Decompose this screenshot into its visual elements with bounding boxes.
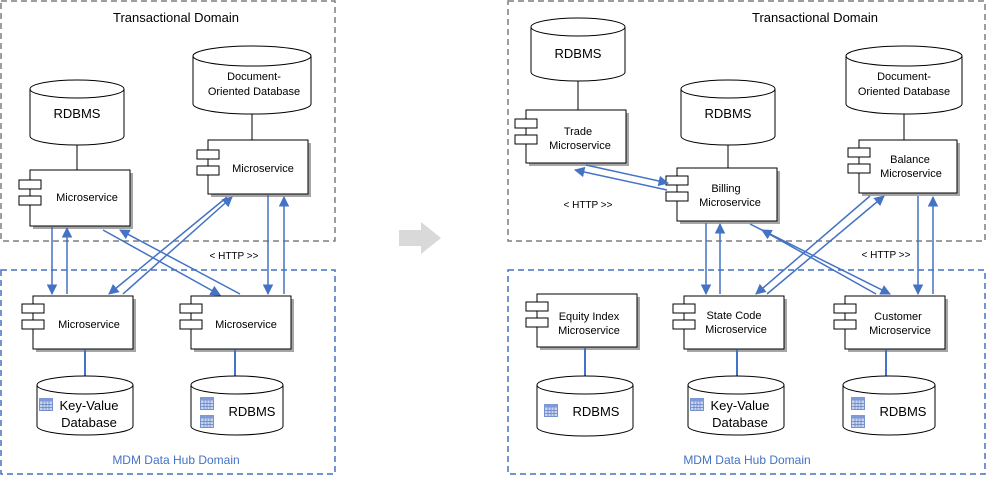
left-doc-db-label-1: Document- bbox=[227, 71, 281, 83]
right-rdbms-equity-table-icon bbox=[544, 404, 558, 417]
right-mdm-domain-label: MDM Data Hub Domain bbox=[683, 453, 810, 467]
right-equity-label-1: Equity Index bbox=[559, 311, 620, 323]
right-customer-label-2: Microservice bbox=[869, 325, 931, 337]
left-doc-db: Document- Oriented Database bbox=[192, 45, 312, 115]
left-mdm-domain-boundary bbox=[0, 269, 336, 475]
left-rdbms-bottom-label: RDBMS bbox=[229, 404, 276, 419]
right-rdbms-customer-table-icon-1 bbox=[851, 397, 865, 410]
right-http-label-right: < HTTP >> bbox=[861, 250, 910, 261]
left-kv-table-icon bbox=[39, 398, 53, 411]
right-customer-microservice: Customer Microservice bbox=[833, 295, 948, 352]
left-microservice-bottom-left: Microservice bbox=[21, 295, 136, 352]
right-doc-db-label-1: Document- bbox=[877, 71, 931, 83]
right-rdbms-customer-table-icon-2 bbox=[851, 415, 865, 428]
right-billing-microservice: Billing Microservice bbox=[665, 167, 780, 224]
right-connectors bbox=[573, 164, 939, 296]
right-rdbms-customer-label: RDBMS bbox=[880, 404, 927, 419]
right-trade-microservice: Trade Microservice bbox=[514, 109, 629, 166]
right-kv-label-2: Database bbox=[712, 415, 768, 430]
right-rdbms-equity-label: RDBMS bbox=[573, 404, 620, 419]
left-diagram: Transactional Domain MDM Data Hub Domain… bbox=[0, 0, 336, 475]
left-kv-label-1: Key-Value bbox=[59, 398, 118, 413]
right-rdbms-billing-label: RDBMS bbox=[705, 106, 752, 121]
right-balance-microservice: Balance Microservice bbox=[847, 139, 960, 196]
right-kv-label-1: Key-Value bbox=[710, 398, 769, 413]
left-transactional-domain-boundary bbox=[0, 0, 336, 242]
right-diagram: Transactional Domain MDM Data Hub Domain… bbox=[507, 0, 986, 475]
left-http-label: < HTTP >> bbox=[209, 251, 258, 262]
right-trade-label-2: Microservice bbox=[549, 140, 611, 152]
right-equity-microservice: Equity Index Microservice bbox=[525, 293, 640, 350]
right-doc-db-label-2: Oriented Database bbox=[858, 86, 950, 98]
left-svc-bottom-right-label: Microservice bbox=[215, 319, 277, 331]
left-svc-bottom-left-label: Microservice bbox=[58, 319, 120, 331]
right-billing-label-2: Microservice bbox=[699, 197, 761, 209]
left-rdbms-top-label: RDBMS bbox=[54, 106, 101, 121]
right-mdm-domain-boundary bbox=[507, 269, 986, 475]
right-balance-label-1: Balance bbox=[890, 154, 930, 166]
right-kv-db: Key-Value Database bbox=[687, 375, 785, 436]
left-microservice-top-left: Microservice bbox=[18, 169, 133, 229]
right-http-label-left: < HTTP >> bbox=[563, 200, 612, 211]
left-rdbms-bottom-db: RDBMS bbox=[190, 375, 284, 436]
right-state-label-1: State Code bbox=[706, 310, 761, 322]
right-trade-label-1: Trade bbox=[564, 126, 592, 138]
right-transactional-domain-label: Transactional Domain bbox=[752, 10, 878, 25]
left-kv-label-2: Database bbox=[61, 415, 117, 430]
left-transactional-domain-label: Transactional Domain bbox=[113, 10, 239, 25]
left-rdbms-table-icon-1 bbox=[200, 397, 214, 410]
right-state-label-2: Microservice bbox=[705, 324, 767, 336]
right-state-microservice: State Code Microservice bbox=[672, 295, 787, 352]
left-rdbms-table-icon-2 bbox=[200, 415, 214, 428]
right-transactional-domain-boundary bbox=[507, 0, 986, 242]
right-customer-label-1: Customer bbox=[874, 311, 922, 323]
left-connectors bbox=[46, 195, 290, 296]
right-rdbms-trade-label: RDBMS bbox=[555, 46, 602, 61]
right-billing-label-1: Billing bbox=[711, 183, 740, 195]
right-equity-label-2: Microservice bbox=[558, 325, 620, 337]
left-svc-top-left-label: Microservice bbox=[56, 192, 118, 204]
right-balance-label-2: Microservice bbox=[880, 168, 942, 180]
left-microservice-bottom-right: Microservice bbox=[179, 295, 294, 352]
left-svc-top-right-label: Microservice bbox=[232, 163, 294, 175]
right-rdbms-customer-db: RDBMS bbox=[842, 375, 936, 436]
right-doc-db: Document- Oriented Database bbox=[845, 45, 963, 115]
left-doc-db-label-2: Oriented Database bbox=[208, 86, 300, 98]
right-rdbms-trade-db: RDBMS bbox=[530, 17, 626, 82]
left-microservice-top-right: Microservice bbox=[196, 139, 311, 197]
left-kv-db: Key-Value Database bbox=[36, 375, 134, 436]
left-mdm-domain-label: MDM Data Hub Domain bbox=[112, 453, 239, 467]
left-rdbms-top-db: RDBMS bbox=[29, 79, 125, 146]
right-kv-table-icon bbox=[690, 398, 704, 411]
right-rdbms-equity-db: RDBMS bbox=[536, 375, 634, 437]
right-arrow-icon bbox=[399, 222, 441, 254]
right-rdbms-billing-db: RDBMS bbox=[680, 79, 776, 146]
